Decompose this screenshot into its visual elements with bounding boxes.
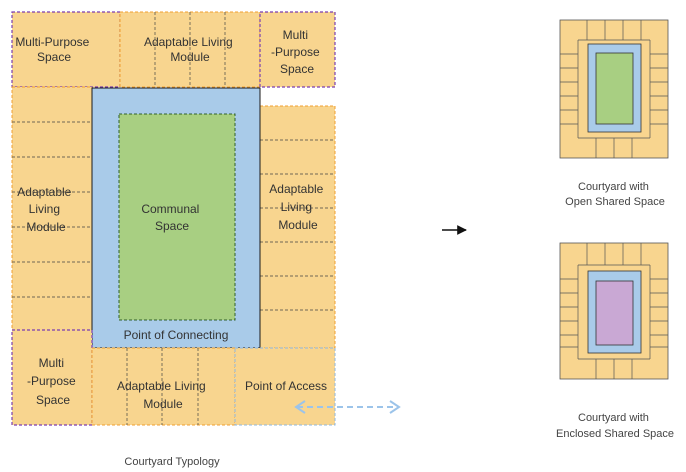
label-multi-purpose-top-left: Multi-Purpose Space bbox=[15, 35, 92, 64]
label-point-of-access: Point of Access bbox=[245, 379, 327, 393]
right-module-dividers bbox=[260, 139, 335, 311]
variant-open-shared-space bbox=[559, 19, 669, 159]
label-adaptable-bottom: Adaptable Living Module bbox=[117, 379, 209, 411]
access-double-arrow bbox=[294, 400, 401, 414]
label-communal-space: Communal Space bbox=[141, 202, 202, 233]
main-plan: Multi-Purpose Space Adaptable Living Mod… bbox=[11, 11, 401, 426]
bottom-module-dividers bbox=[126, 348, 199, 425]
adaptable-module-right bbox=[259, 105, 336, 349]
adaptable-module-bottom bbox=[91, 347, 236, 426]
multi-purpose-space-bottom-left bbox=[11, 329, 93, 426]
top-module-dividers bbox=[154, 12, 226, 87]
point-of-access-area bbox=[234, 347, 336, 426]
left-module-dividers bbox=[12, 121, 92, 298]
label-adaptable-top: Adaptable Living Module bbox=[144, 35, 236, 64]
communal-space bbox=[118, 113, 236, 321]
open-shared-space bbox=[595, 52, 634, 125]
label-adaptable-left: Adaptable Living Module bbox=[17, 185, 74, 234]
adaptable-module-left bbox=[11, 86, 93, 331]
label-multi-purpose-top-right: Multi -Purpose Space bbox=[271, 28, 323, 76]
multi-purpose-space-top-right bbox=[259, 11, 336, 88]
label-point-of-connecting: Point of Connecting bbox=[124, 328, 229, 342]
caption-enclosed-shared-space: Courtyard with Enclosed Shared Space bbox=[556, 412, 674, 440]
label-multi-purpose-bottom-left: Multi -Purpose Space bbox=[27, 356, 79, 407]
variant-enclosed-shared-space bbox=[559, 242, 669, 380]
enclosed-shared-space bbox=[595, 280, 634, 346]
caption-open-shared-space: Courtyard with Open Shared Space bbox=[565, 181, 665, 208]
caption-courtyard-typology: Courtyard Typology bbox=[124, 456, 220, 468]
label-adaptable-right: Adaptable Living Module bbox=[269, 182, 326, 232]
